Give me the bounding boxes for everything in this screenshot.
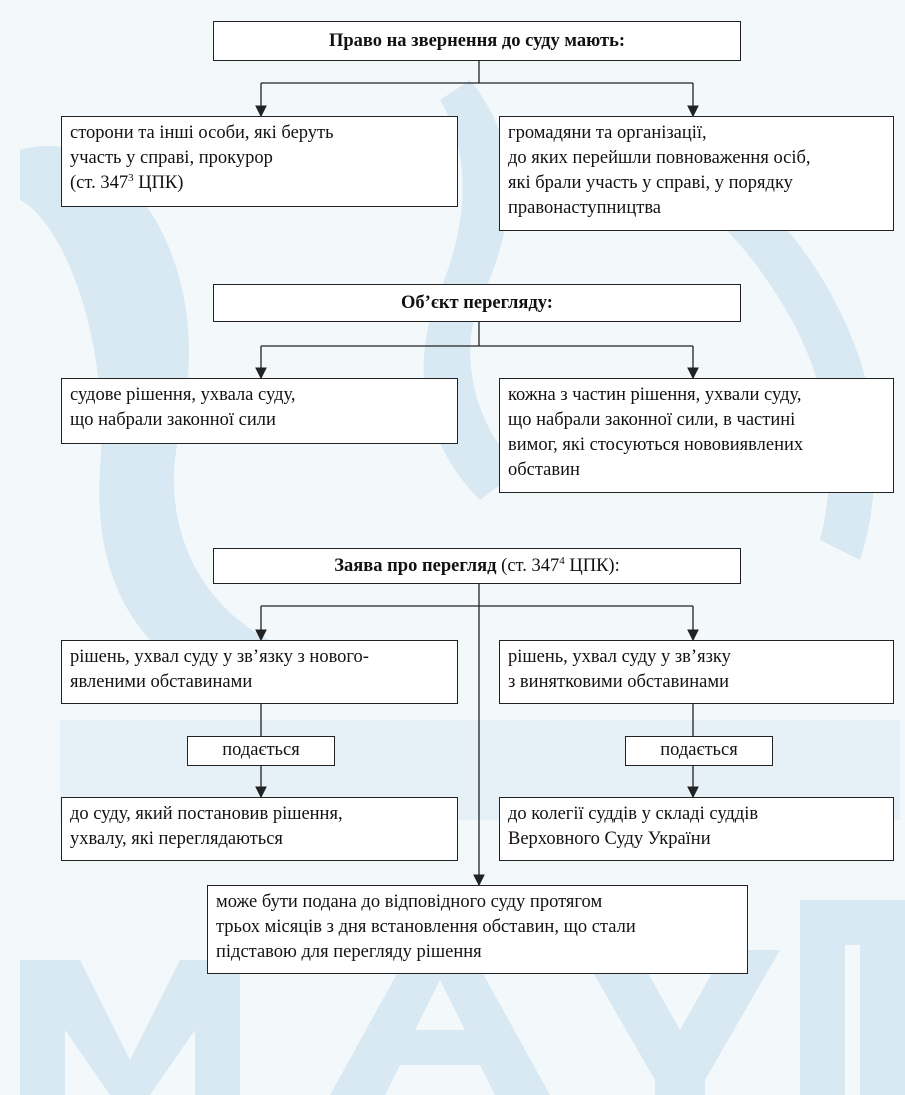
successors-line-1: громадяни та організації, bbox=[508, 123, 707, 143]
object-header-text: Об’єкт перегляду: bbox=[401, 293, 553, 313]
decision-box: судове рішення, ухвала суду, що набрали … bbox=[61, 378, 458, 444]
decision-parts-box: кожна з частин рішення, ухвали суду, що … bbox=[499, 378, 894, 493]
supreme-court-dest-box: до колегії суддів у складі суддів Верхов… bbox=[499, 797, 894, 861]
application-header-bold: Заява про перегляд bbox=[334, 556, 497, 576]
exceptional-circumstances-line-2: з винятковими обставинами bbox=[508, 672, 729, 692]
successors-line-4: правонаступництва bbox=[508, 198, 662, 218]
parties-box: сторони та інші особи, які беруть участь… bbox=[61, 116, 458, 207]
parties-article-post: ЦПК) bbox=[133, 173, 184, 193]
court-dest-line-1: до суду, який постановив рішення, bbox=[70, 804, 343, 824]
decision-parts-line-3: вимог, які стосуються нововиявлених bbox=[508, 435, 804, 455]
deadline-line-2: трьох місяців з дня встановлення обстави… bbox=[216, 917, 636, 937]
rights-header-text: Право на звернення до суду мають: bbox=[328, 31, 626, 51]
decision-parts-line-2: що набрали законної сили, в частині bbox=[508, 410, 796, 430]
supreme-court-dest-line-2: Верховного Суду України bbox=[508, 829, 711, 849]
parties-line-2: участь у справі, прокурор bbox=[70, 148, 273, 168]
object-header: Об’єкт перегляду: bbox=[213, 284, 741, 322]
parties-line-3: (ст. 3473 ЦПК) bbox=[70, 171, 449, 196]
successors-line-3: які брали участь у справі, у порядку bbox=[508, 173, 793, 193]
application-header-post: ЦПК): bbox=[564, 556, 620, 576]
parties-article-pre: (ст. 347 bbox=[70, 173, 129, 193]
rights-header: Право на звернення до суду мають: bbox=[213, 21, 741, 61]
decision-parts-line-1: кожна з частин рішення, ухвали суду, bbox=[508, 385, 802, 405]
submit-right-text: подається bbox=[660, 740, 738, 760]
deadline-box: може бути подана до відповідного суду пр… bbox=[207, 885, 748, 974]
new-circumstances-box: рішень, ухвал суду у зв’язку з нового- я… bbox=[61, 640, 458, 704]
decision-parts-line-4: обставин bbox=[508, 460, 580, 480]
exceptional-circumstances-box: рішень, ухвал суду у зв’язку з виняткови… bbox=[499, 640, 894, 704]
supreme-court-dest-line-1: до колегії суддів у складі суддів bbox=[508, 804, 759, 824]
successors-line-2: до яких перейшли повноваження осіб, bbox=[508, 148, 811, 168]
exceptional-circumstances-line-1: рішень, ухвал суду у зв’язку bbox=[508, 647, 731, 667]
deadline-line-3: підставою для перегляду рішення bbox=[216, 942, 482, 962]
court-dest-box: до суду, який постановив рішення, ухвалу… bbox=[61, 797, 458, 861]
parties-article-sup: 3 bbox=[128, 171, 134, 184]
court-dest-line-2: ухвалу, які переглядаються bbox=[70, 829, 283, 849]
new-circumstances-line-1: рішень, ухвал суду у зв’язку з нового- bbox=[70, 647, 369, 667]
submit-left-box: подається bbox=[187, 736, 335, 766]
submit-left-text: подається bbox=[222, 740, 300, 760]
application-header: Заява про перегляд (ст. 3474 ЦПК): bbox=[213, 548, 741, 584]
submit-right-box: подається bbox=[625, 736, 773, 766]
successors-box: громадяни та організації, до яких перейш… bbox=[499, 116, 894, 231]
decision-line-1: судове рішення, ухвала суду, bbox=[70, 385, 296, 405]
decision-line-2: що набрали законної сили bbox=[70, 410, 276, 430]
parties-line-1: сторони та інші особи, які беруть bbox=[70, 123, 334, 143]
new-circumstances-line-2: явленими обставинами bbox=[70, 672, 253, 692]
application-header-pre: (ст. 347 bbox=[496, 556, 560, 576]
deadline-line-1: може бути подана до відповідного суду пр… bbox=[216, 892, 603, 912]
application-header-sup: 4 bbox=[559, 554, 565, 567]
